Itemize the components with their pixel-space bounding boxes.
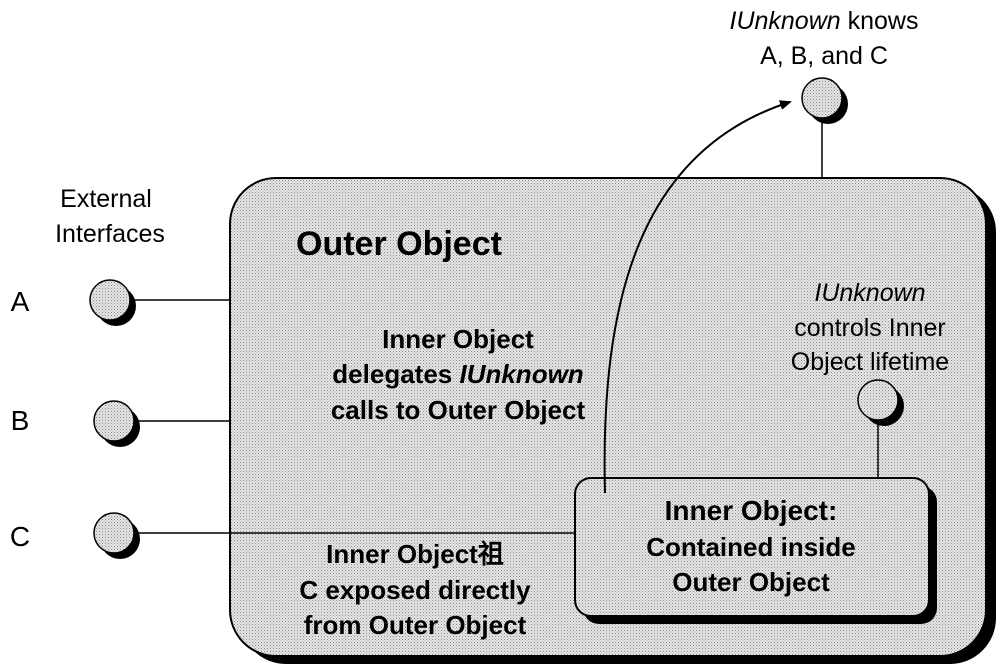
outer-iunknown-node: [801, 77, 848, 124]
interface-b-node: [93, 400, 140, 447]
outer-object-title: Outer Object: [296, 225, 502, 263]
iunknown-knows-label-line1: IUnknown knows: [730, 7, 919, 35]
exposed-label-line1: Inner Object祖: [326, 539, 504, 569]
iunknown-controls-label-line3: Object lifetime: [791, 348, 949, 376]
inner-object-box: [574, 477, 930, 617]
delegates-italic: IUnknown: [459, 359, 583, 389]
interface-a-label: A: [11, 286, 30, 317]
interface-a-node: [89, 279, 136, 326]
delegates-label-line1: Inner Object: [382, 324, 534, 354]
delegates-label-line2: delegates IUnknown: [332, 359, 583, 389]
interface-b-label: B: [11, 405, 30, 436]
inner-object-label-line2: Contained inside: [646, 532, 855, 562]
exposed-label-line2: C exposed directly: [299, 575, 531, 605]
iunknown-knows-rest: knows: [841, 7, 919, 35]
iunknown-controls-label-line1: IUnknown: [814, 279, 925, 307]
delegates-pre: delegates: [332, 359, 459, 389]
interface-c-label: C: [10, 521, 30, 552]
inner-object-label-line1: Inner Object:: [665, 495, 838, 526]
iunknown-knows-label-line2: A, B, and C: [760, 42, 888, 70]
inner-object-label-line3: Outer Object: [672, 567, 830, 597]
external-interfaces-label-line1: External: [60, 185, 152, 213]
interface-c-node: [93, 512, 140, 559]
exposed-label-line3: from Outer Object: [304, 610, 527, 640]
delegation-arrow: [603, 100, 792, 494]
iunknown-controls-label-line2: controls Inner: [794, 314, 945, 342]
external-interfaces-label-line2: Interfaces: [55, 220, 165, 248]
delegates-label-line3: calls to Outer Object: [331, 395, 586, 425]
inner-iunknown-node: [857, 379, 904, 426]
iunknown-knows-italic: IUnknown: [730, 7, 841, 35]
